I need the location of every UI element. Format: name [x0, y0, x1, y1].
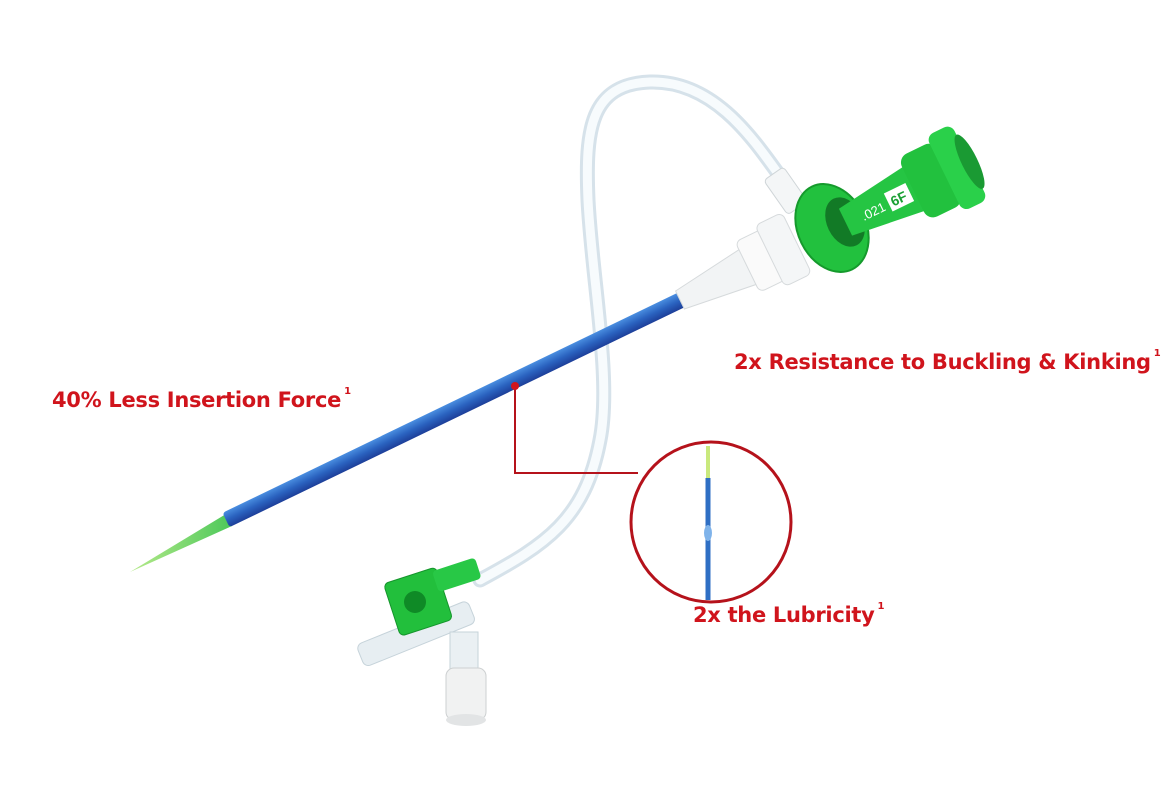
stopcock	[357, 558, 487, 726]
dilator-tip	[130, 514, 232, 572]
footnote-marker: 1	[344, 386, 351, 397]
footnote-marker: 1	[1153, 348, 1161, 359]
sheath-hub	[674, 213, 811, 310]
callout-marker-dot	[511, 382, 519, 390]
footnote-marker: 1	[877, 601, 885, 612]
sheath-body	[223, 287, 697, 527]
callout-text: 2x Resistance to Buckling & Kinking	[734, 350, 1151, 374]
dilator-french-marking: 6F	[888, 188, 910, 210]
stopcock-cap	[445, 667, 487, 721]
callout-leader-line	[514, 386, 638, 474]
dilator-hub: .021 6F	[838, 126, 986, 236]
callout-text: 2x the Lubricity	[693, 603, 875, 627]
magnified-detail-circle	[629, 440, 793, 604]
callout-text: 40% Less Insertion Force	[52, 388, 342, 412]
